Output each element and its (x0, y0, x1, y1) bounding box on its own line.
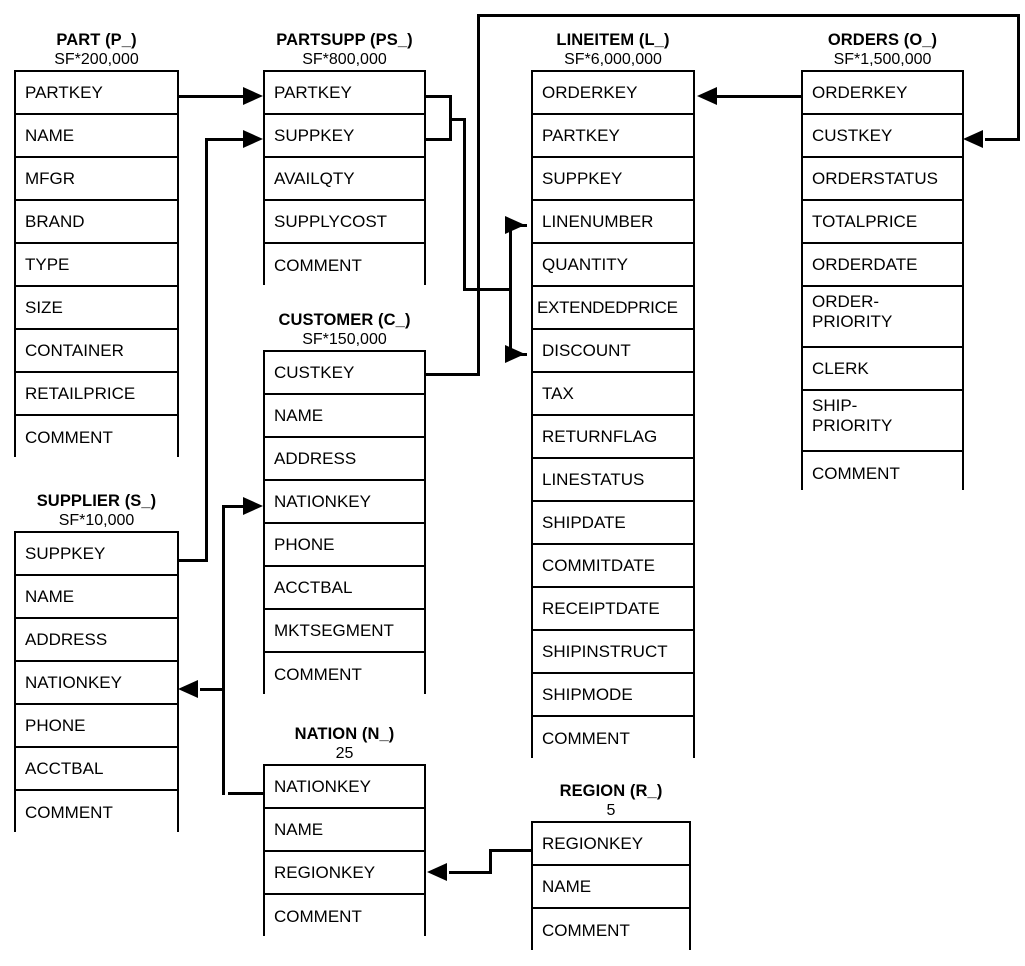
entity-partsupp-title: PARTSUPP (PS_) (276, 31, 413, 49)
field-part-retailprice: RETAILPRICE (16, 373, 177, 416)
field-orders-orderkey: ORDERKEY (803, 72, 962, 115)
entity-region-box: REGIONKEY NAME COMMENT (531, 821, 691, 952)
field-supplier-address: ADDRESS (16, 619, 177, 662)
field-orders-comment: COMMENT (803, 452, 962, 495)
field-orders-orderpriority-line1: ORDER- (812, 292, 880, 311)
entity-lineitem-title: LINEITEM (L_) (556, 31, 670, 49)
field-lineitem-discount: DISCOUNT (533, 330, 693, 373)
entity-orders-box: ORDERKEY CUSTKEY ORDERSTATUS TOTALPRICE … (801, 70, 964, 495)
field-orders-totalprice: TOTALPRICE (803, 201, 962, 244)
field-nation-regionkey: REGIONKEY (265, 852, 424, 895)
field-orders-shippriority-line1: SHIP- (812, 396, 858, 415)
field-lineitem-comment: COMMENT (533, 717, 693, 760)
field-supplier-nationkey: NATIONKEY (16, 662, 177, 705)
field-partsupp-supplycost: SUPPLYCOST (265, 201, 424, 244)
entity-customer-title: CUSTOMER (C_) (278, 311, 411, 329)
entity-nation: NATION (N_) 25 NATIONKEY NAME REGIONKEY … (263, 724, 426, 938)
entity-part: PART (P_) SF*200,000 PARTKEY NAME MFGR B… (14, 30, 179, 459)
field-orders-clerk: CLERK (803, 348, 962, 391)
field-partsupp-comment: COMMENT (265, 244, 424, 287)
entity-supplier-title: SUPPLIER (S_) (36, 492, 157, 510)
field-supplier-acctbal: ACCTBAL (16, 748, 177, 791)
field-orders-orderdate: ORDERDATE (803, 244, 962, 287)
field-part-comment: COMMENT (16, 416, 177, 459)
entity-customer-box: CUSTKEY NAME ADDRESS NATIONKEY PHONE ACC… (263, 350, 426, 696)
field-region-comment: COMMENT (533, 909, 689, 952)
field-lineitem-suppkey: SUPPKEY (533, 158, 693, 201)
field-customer-name: NAME (265, 395, 424, 438)
field-lineitem-partkey: PARTKEY (533, 115, 693, 158)
field-part-type: TYPE (16, 244, 177, 287)
field-part-container: CONTAINER (16, 330, 177, 373)
entity-customer: CUSTOMER (C_) SF*150,000 CUSTKEY NAME AD… (263, 310, 426, 696)
entity-region: REGION (R_) 5 REGIONKEY NAME COMMENT (531, 781, 691, 952)
field-lineitem-shipmode: SHIPMODE (533, 674, 693, 717)
field-part-brand: BRAND (16, 201, 177, 244)
field-part-partkey: PARTKEY (16, 72, 177, 115)
field-supplier-name: NAME (16, 576, 177, 619)
entity-lineitem-cardinality: SF*6,000,000 (564, 51, 662, 68)
field-lineitem-linenumber: LINENUMBER (533, 201, 693, 244)
entity-orders-title: ORDERS (O_) (827, 31, 938, 49)
entity-part-title: PART (P_) (56, 31, 137, 49)
field-part-name: NAME (16, 115, 177, 158)
entity-partsupp-cardinality: SF*800,000 (302, 51, 387, 68)
entity-lineitem: LINEITEM (L_) SF*6,000,000 ORDERKEY PART… (531, 30, 695, 760)
field-nation-name: NAME (265, 809, 424, 852)
entity-customer-cardinality: SF*150,000 (302, 331, 387, 348)
field-customer-nationkey: NATIONKEY (265, 481, 424, 524)
entity-orders: ORDERS (O_) SF*1,500,000 ORDERKEY CUSTKE… (801, 30, 964, 495)
field-lineitem-linestatus: LINESTATUS (533, 459, 693, 502)
field-orders-orderstatus: ORDERSTATUS (803, 158, 962, 201)
field-nation-comment: COMMENT (265, 895, 424, 938)
field-nation-nationkey: NATIONKEY (265, 766, 424, 809)
field-part-mfgr: MFGR (16, 158, 177, 201)
field-customer-phone: PHONE (265, 524, 424, 567)
entity-supplier-cardinality: SF*10,000 (58, 512, 135, 529)
field-lineitem-returnflag: RETURNFLAG (533, 416, 693, 459)
field-lineitem-orderkey: ORDERKEY (533, 72, 693, 115)
field-customer-custkey: CUSTKEY (265, 352, 424, 395)
field-supplier-comment: COMMENT (16, 791, 177, 834)
field-lineitem-receiptdate: RECEIPTDATE (533, 588, 693, 631)
entity-nation-box: NATIONKEY NAME REGIONKEY COMMENT (263, 764, 426, 938)
field-region-name: NAME (533, 866, 689, 909)
field-lineitem-extendedprice: EXTENDEDPRICE (533, 287, 693, 330)
entity-nation-cardinality: 25 (335, 745, 354, 762)
field-customer-comment: COMMENT (265, 653, 424, 696)
entity-partsupp: PARTSUPP (PS_) SF*800,000 PARTKEY SUPPKE… (263, 30, 426, 287)
field-lineitem-quantity: QUANTITY (533, 244, 693, 287)
entity-region-cardinality: 5 (606, 802, 616, 819)
field-lineitem-shipinstruct: SHIPINSTRUCT (533, 631, 693, 674)
field-lineitem-commitdate: COMMITDATE (533, 545, 693, 588)
field-partsupp-suppkey: SUPPKEY (265, 115, 424, 158)
entity-region-title: REGION (R_) (559, 782, 663, 800)
field-partsupp-availqty: AVAILQTY (265, 158, 424, 201)
field-lineitem-shipdate: SHIPDATE (533, 502, 693, 545)
field-supplier-suppkey: SUPPKEY (16, 533, 177, 576)
field-orders-orderpriority: ORDER- PRIORITY (803, 287, 962, 348)
field-orders-custkey: CUSTKEY (803, 115, 962, 158)
entity-part-box: PARTKEY NAME MFGR BRAND TYPE SIZE CONTAI… (14, 70, 179, 459)
entity-lineitem-box: ORDERKEY PARTKEY SUPPKEY LINENUMBER QUAN… (531, 70, 695, 760)
field-partsupp-partkey: PARTKEY (265, 72, 424, 115)
field-orders-orderpriority-line2: PRIORITY (812, 312, 893, 331)
entity-part-cardinality: SF*200,000 (54, 51, 139, 68)
field-customer-address: ADDRESS (265, 438, 424, 481)
field-customer-mktsegment: MKTSEGMENT (265, 610, 424, 653)
field-supplier-phone: PHONE (16, 705, 177, 748)
entity-nation-title: NATION (N_) (294, 725, 395, 743)
entity-orders-cardinality: SF*1,500,000 (833, 51, 932, 68)
entity-supplier: SUPPLIER (S_) SF*10,000 SUPPKEY NAME ADD… (14, 491, 179, 834)
field-orders-shippriority: SHIP- PRIORITY (803, 391, 962, 452)
field-part-size: SIZE (16, 287, 177, 330)
entity-supplier-box: SUPPKEY NAME ADDRESS NATIONKEY PHONE ACC… (14, 531, 179, 834)
entity-partsupp-box: PARTKEY SUPPKEY AVAILQTY SUPPLYCOST COMM… (263, 70, 426, 287)
field-customer-acctbal: ACCTBAL (265, 567, 424, 610)
field-orders-shippriority-line2: PRIORITY (812, 416, 893, 435)
field-region-regionkey: REGIONKEY (533, 823, 689, 866)
field-lineitem-tax: TAX (533, 373, 693, 416)
